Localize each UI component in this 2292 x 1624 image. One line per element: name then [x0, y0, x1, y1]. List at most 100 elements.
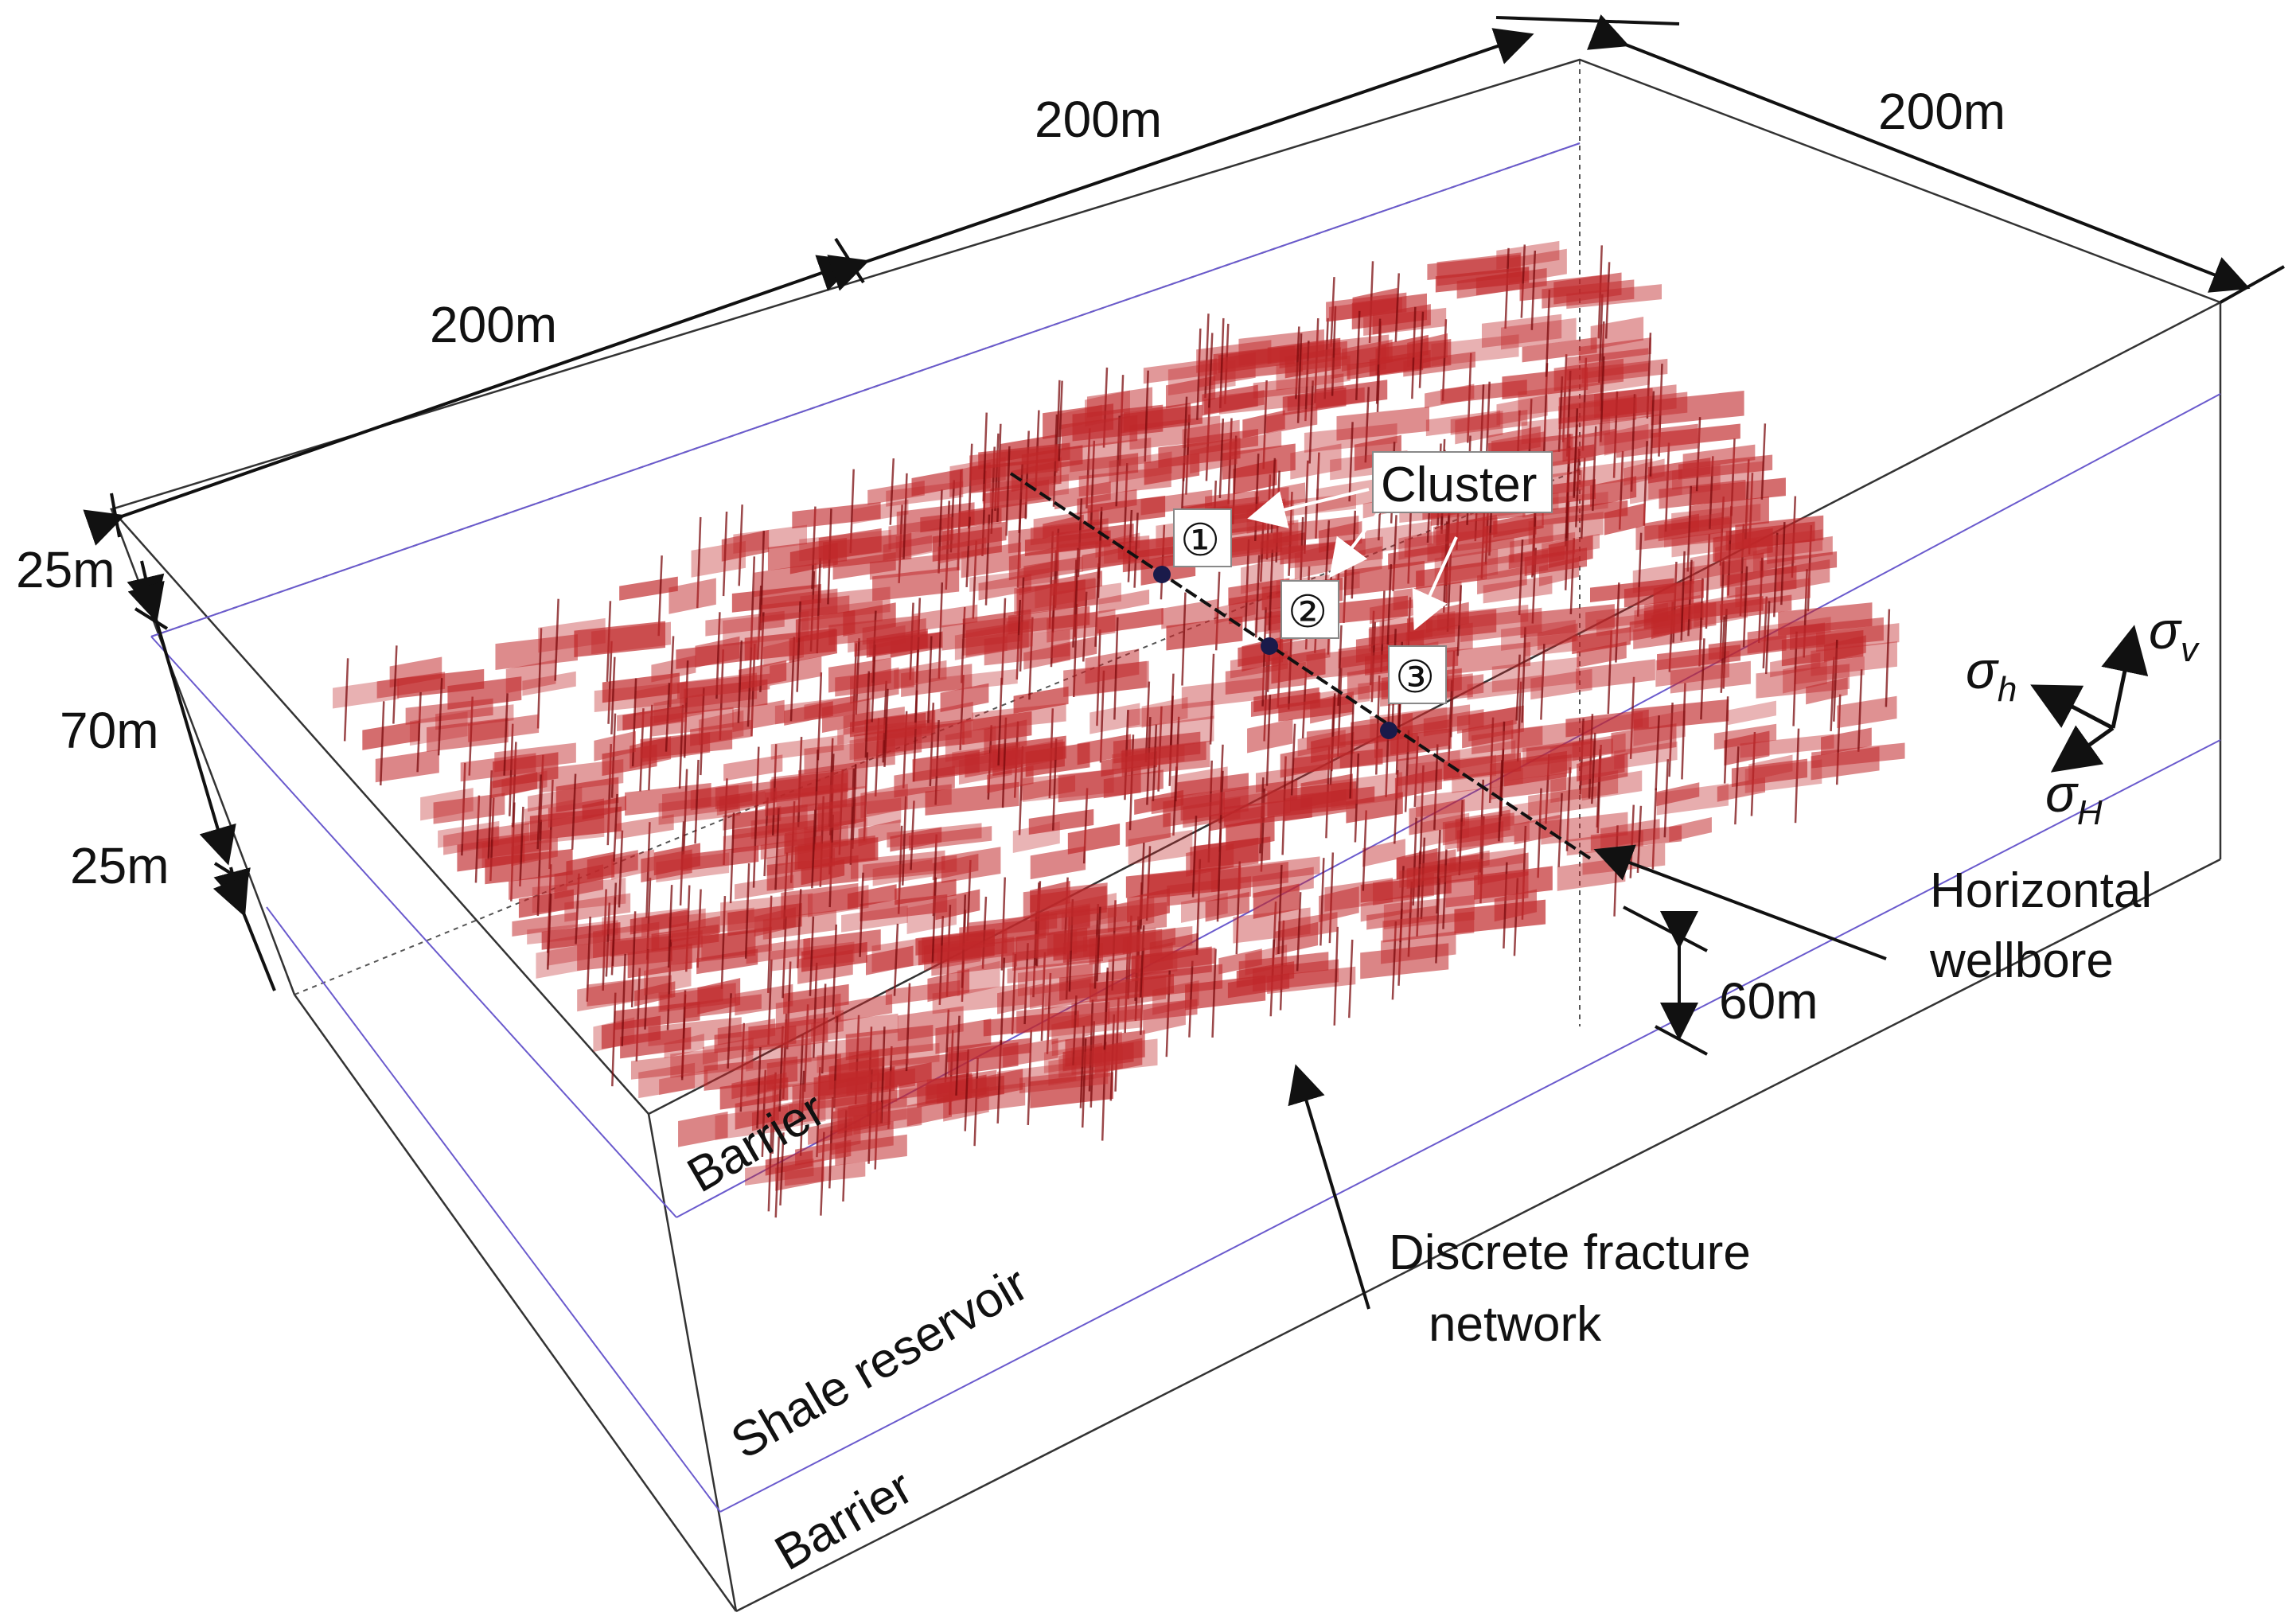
fracture-plate	[1097, 607, 1164, 634]
fracture-plate	[983, 1011, 1079, 1037]
fracture-plate	[1210, 861, 1288, 893]
fracture-plate	[1077, 489, 1137, 515]
fracture-plate	[1030, 886, 1107, 922]
fracture-plate	[765, 783, 848, 816]
dim-length-2: 200m	[1035, 91, 1162, 148]
fracture-plate	[362, 720, 420, 750]
fracture-vertical	[1089, 440, 1096, 530]
fracture-plate	[625, 782, 711, 816]
fracture-vertical	[1082, 591, 1088, 662]
fracture-vertical	[668, 636, 675, 708]
fracture-plate	[1427, 535, 1491, 562]
fracture-plate	[1572, 733, 1626, 761]
fracture-plate	[1171, 766, 1228, 799]
fracture-plate	[1756, 664, 1850, 699]
fracture-vertical	[737, 640, 743, 723]
fracture-plate	[1019, 1068, 1109, 1094]
fracture-vertical	[774, 1136, 780, 1218]
fracture-plate	[1633, 710, 1686, 746]
fracture-plate	[723, 611, 809, 647]
fracture-vertical	[863, 752, 869, 841]
fracture-vertical	[1362, 810, 1367, 891]
fracture-plate	[1340, 648, 1400, 679]
fracture-vertical	[683, 660, 689, 758]
fracture-plate	[1388, 543, 1448, 570]
fracture-vertical	[1588, 714, 1594, 799]
fracture-plate	[1047, 924, 1099, 956]
fracture-plate	[1365, 520, 1432, 555]
fracture-plate	[860, 894, 948, 922]
fracture-plate	[1659, 479, 1746, 509]
fracture-vertical	[645, 822, 651, 918]
fracture-plate	[1490, 754, 1572, 783]
fracture-vertical	[1575, 448, 1581, 528]
fracture-plate	[1441, 537, 1514, 571]
fracture-plate	[1098, 589, 1150, 614]
fracture-vertical	[1385, 703, 1390, 797]
fracture-plate	[1436, 516, 1488, 547]
fracture-plate	[1311, 731, 1355, 763]
fracture-vertical	[973, 1057, 979, 1147]
fracture-plate	[1134, 789, 1184, 815]
fracture-vertical	[982, 412, 988, 502]
fracture-vertical	[1331, 306, 1337, 396]
fracture-vertical	[1018, 464, 1023, 533]
fracture-vertical	[1436, 829, 1441, 914]
fracture-vertical	[1498, 760, 1503, 842]
fracture-vertical	[536, 820, 543, 917]
fracture-plate	[554, 864, 604, 900]
fracture-plate	[1596, 609, 1676, 637]
fracture-vertical	[809, 916, 815, 996]
fracture-plate	[1107, 999, 1198, 1025]
fracture-vertical	[1780, 521, 1786, 606]
fracture-plate	[1214, 598, 1256, 625]
fracture-plate	[1436, 641, 1531, 676]
fracture-vertical	[752, 794, 758, 888]
fracture-vertical	[729, 812, 735, 904]
fracture-vertical	[1058, 380, 1063, 461]
fracture-plate	[906, 1096, 952, 1127]
fracture-vertical	[1304, 341, 1310, 422]
fracture-vertical	[665, 683, 671, 752]
fracture-plate	[1582, 711, 1643, 737]
fracture-plate	[541, 759, 624, 793]
fracture-plate	[690, 719, 753, 746]
fracture-vertical	[1516, 681, 1522, 762]
fracture-plate	[1450, 409, 1528, 435]
fracture-vertical	[1348, 422, 1354, 502]
fracture-plate	[1670, 660, 1751, 694]
fracture-plate	[1633, 699, 1729, 731]
fracture-vertical	[509, 723, 514, 816]
fracture-plate	[852, 499, 909, 524]
fracture-vertical	[774, 808, 780, 890]
fracture-plate	[505, 660, 556, 694]
fracture-plate	[754, 563, 817, 598]
fracture-vertical	[1081, 1038, 1087, 1128]
fracture-plate	[594, 730, 636, 761]
fracture-plate	[754, 907, 796, 937]
fracture-plate	[1717, 777, 1766, 802]
fracture-vertical	[1103, 968, 1109, 1050]
fracture-plate	[678, 1111, 728, 1147]
fracture-vertical	[1515, 654, 1521, 721]
fracture-vertical	[1830, 656, 1835, 731]
fracture-plate	[937, 937, 1015, 965]
fracture-plate	[1304, 423, 1397, 453]
fracture-vertical	[1113, 617, 1119, 720]
fracture-plate	[1029, 979, 1091, 1009]
fracture-plate	[1143, 358, 1217, 384]
fracture-plate	[1047, 1008, 1143, 1038]
fracture-plate	[1225, 661, 1306, 695]
fracture-plate	[1166, 616, 1243, 651]
fracture-vertical	[1079, 1026, 1086, 1108]
fracture-plate	[822, 698, 871, 733]
fracture-plate	[1811, 641, 1897, 676]
fracture-plate	[1238, 856, 1320, 884]
fracture-plate	[1043, 1042, 1103, 1073]
fracture-plate	[1229, 431, 1282, 457]
fracture-plate	[1247, 719, 1293, 754]
fracture-plate	[1576, 659, 1655, 690]
fracture-plate	[468, 714, 540, 742]
fracture-plate	[1292, 748, 1383, 774]
fracture-plate	[770, 734, 844, 760]
